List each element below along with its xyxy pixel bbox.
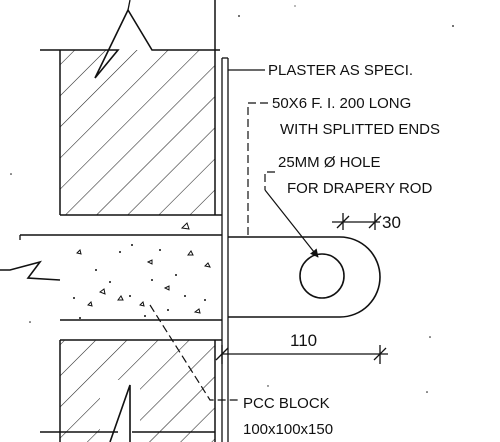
label-hole-1: 25MM Ø HOLE xyxy=(278,154,381,171)
break-line-middle xyxy=(0,234,61,281)
label-flat-iron-2: WITH SPLITTED ENDS xyxy=(280,121,440,138)
plaster-layer xyxy=(221,57,229,442)
label-pcc-2: 100x100x150 xyxy=(243,421,333,438)
dimension-30-text: 30 xyxy=(382,213,401,232)
lower-wall xyxy=(40,340,216,442)
dimension-30 xyxy=(332,213,382,230)
scan-specks xyxy=(10,5,454,393)
dimension-110-text: 110 xyxy=(290,331,317,350)
upper-wall xyxy=(59,0,216,215)
label-flat-iron-1: 50X6 F. I. 200 LONG xyxy=(272,95,411,112)
break-line-top xyxy=(40,0,220,79)
drapery-rod-hole xyxy=(299,253,345,299)
flat-iron-bracket xyxy=(228,236,381,318)
dimension-110 xyxy=(215,345,388,364)
leader-pcc xyxy=(149,304,240,401)
leader-flat-iron xyxy=(247,102,268,237)
label-hole-2: FOR DRAPERY ROD xyxy=(287,180,432,197)
label-pcc-1: PCC BLOCK xyxy=(243,395,330,412)
label-plaster: PLASTER AS SPECI. xyxy=(268,62,413,79)
pcc-block xyxy=(60,214,222,341)
leader-hole xyxy=(264,171,319,258)
